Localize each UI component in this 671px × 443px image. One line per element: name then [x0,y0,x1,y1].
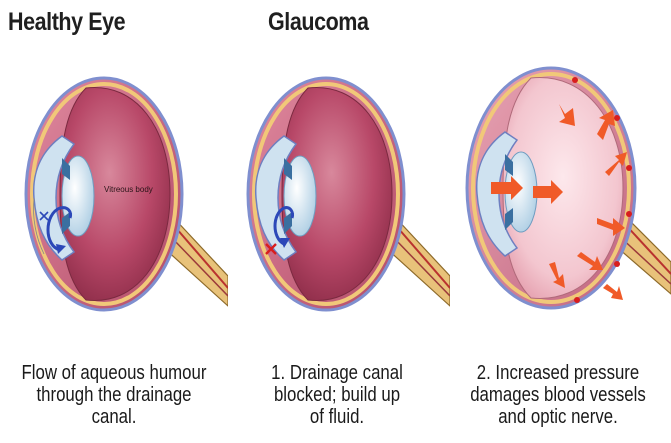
vitreous-body-label: Vitreous body [104,185,153,194]
increased-pressure-illustration [447,48,671,344]
caption-line: and optic nerve. [463,406,653,428]
caption-line: damages blood vessels [463,384,653,406]
caption-blocked-drainage: 1. Drainage canal blocked; build up of f… [242,362,432,428]
blocked-drainage-illustration [226,48,450,344]
caption-line: 2. Increased pressure [463,362,653,384]
caption-line: blocked; build up [242,384,432,406]
caption-increased-pressure: 2. Increased pressure damages blood vess… [463,362,653,428]
healthy-eye-heading: Healthy Eye [8,8,125,37]
caption-healthy-eye: Flow of aqueous humour through the drain… [20,362,208,428]
caption-line: of fluid. [242,406,432,428]
caption-line: 1. Drainage canal [242,362,432,384]
glaucoma-heading: Glaucoma [268,8,369,37]
caption-line: Flow of aqueous humour [20,362,208,384]
healthy-eye-illustration: Vitreous body [4,48,228,344]
caption-line: through the drainage canal. [20,384,208,428]
